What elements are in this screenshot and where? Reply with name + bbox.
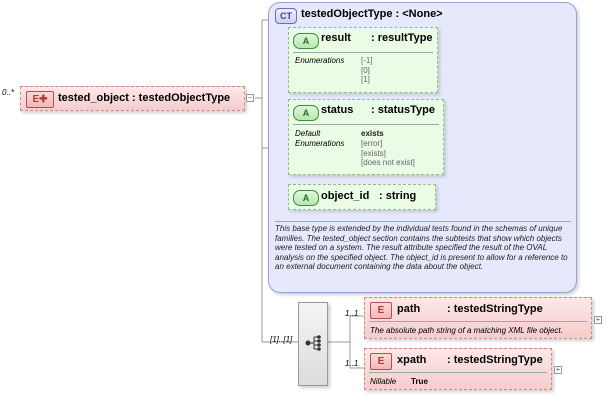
doc-separator	[275, 221, 571, 222]
complex-type-badge-icon: CT	[275, 8, 297, 24]
facet-values: [error][exists][does not exist]	[361, 139, 415, 167]
child-type: : testedStringType	[447, 354, 543, 366]
facet-key: Enumerations	[295, 139, 345, 148]
complex-type-label: testedObjectType : <None>	[301, 8, 443, 20]
element-badge-icon: E	[370, 302, 392, 319]
child-name: path	[397, 303, 421, 315]
expand-toggle-icon[interactable]: +	[594, 315, 602, 324]
facet-value: True	[411, 377, 428, 386]
tested-object-element[interactable]: E✚ tested_object : testedObjectType	[20, 86, 245, 111]
attribute-badge-icon: A	[293, 190, 319, 206]
attribute-badge-icon: A	[293, 33, 319, 49]
child-occurrence: 1..1	[345, 359, 359, 368]
attribute-type: : statusType	[371, 104, 435, 116]
attribute-name: result	[321, 32, 351, 44]
attribute-type: : string	[379, 190, 417, 202]
attribute-name: object_id	[321, 190, 370, 202]
tested-object-occurrence: 0..*	[2, 88, 15, 97]
child-type: : testedStringType	[447, 303, 543, 315]
facet-values: exists	[361, 129, 384, 138]
facet-key: Nillable	[370, 377, 397, 386]
child-element-path[interactable]: E path : testedStringType The absolute p…	[364, 297, 592, 339]
element-badge-icon: E✚	[26, 91, 54, 108]
attribute-object-id-card[interactable]: A object_id : string	[288, 184, 436, 210]
attribute-badge-icon: A	[293, 105, 319, 121]
child-name: xpath	[397, 354, 427, 366]
sequence-icon	[305, 335, 321, 351]
collapse-toggle-icon[interactable]: –	[246, 93, 254, 102]
expand-toggle-icon[interactable]: +	[554, 365, 562, 374]
tested-object-label: tested_object : testedObjectType	[58, 92, 231, 104]
sequence-compositor[interactable]	[298, 302, 328, 386]
attribute-name: status	[321, 104, 354, 116]
complex-type-documentation: This base type is extended by the indivi…	[275, 224, 568, 272]
facet-values: [-1][0][1]	[361, 56, 373, 84]
child-element-xpath[interactable]: E xpath : testedStringType Nillable True	[364, 348, 552, 390]
facet-key: Enumerations	[295, 56, 345, 65]
attribute-type: : resultType	[371, 32, 433, 44]
sequence-occurrence: [1]..[1]	[270, 335, 293, 344]
attribute-result-card[interactable]: A result : resultType Enumerations [-1][…	[288, 27, 438, 93]
child-documentation: The absolute path string of a matching X…	[370, 326, 563, 335]
attribute-status-card[interactable]: A status : statusType Default exists Enu…	[288, 99, 444, 175]
element-badge-icon: E	[370, 353, 392, 370]
child-occurrence: 1..1	[345, 309, 359, 318]
facet-key: Default	[295, 129, 321, 138]
